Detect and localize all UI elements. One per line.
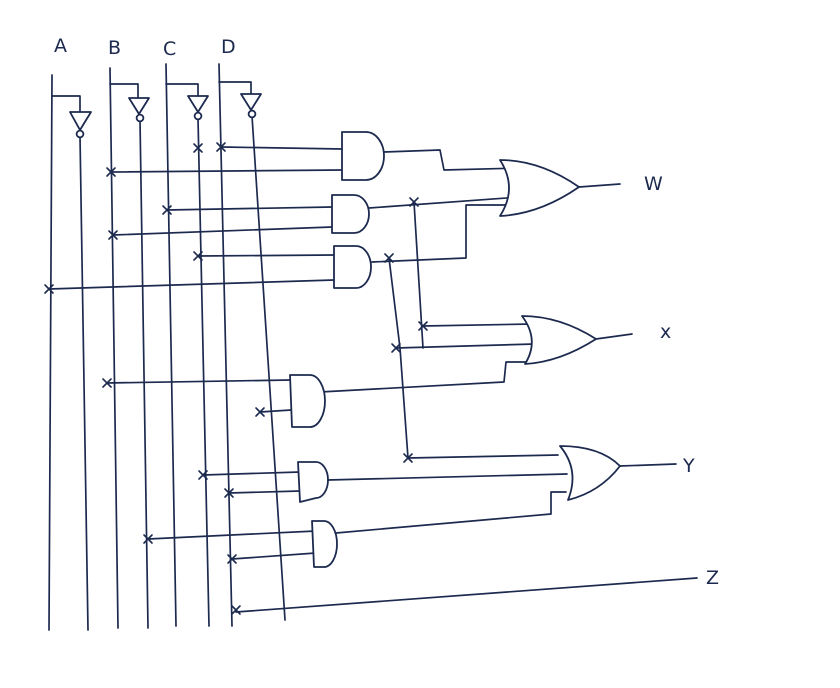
input-label-c: C <box>163 38 176 60</box>
and-gate-1 <box>110 131 385 181</box>
output-label-y: Y <box>682 455 695 477</box>
branch-bus <box>388 201 424 459</box>
output-label-x: x <box>660 321 671 343</box>
or-gate-w <box>368 149 621 263</box>
and-gate-6 <box>147 520 338 568</box>
output-label-w: W <box>644 173 663 195</box>
and-gate-3 <box>48 245 372 290</box>
and-gate-5 <box>202 461 329 503</box>
z-output-line <box>235 577 698 613</box>
input-rail-a <box>48 74 92 631</box>
or-gate-y <box>327 445 677 534</box>
input-label-a: A <box>54 35 67 57</box>
and-gate-4 <box>106 374 326 428</box>
input-label-b: B <box>108 37 121 59</box>
input-rail-c <box>165 63 210 627</box>
input-label-d: D <box>221 36 236 58</box>
input-rail-d <box>218 63 286 627</box>
output-label-z: Z <box>706 567 719 589</box>
and-gate-2 <box>112 194 370 236</box>
junction-marks <box>44 142 428 615</box>
or-gate-x <box>319 315 633 393</box>
input-rail-b <box>109 67 150 629</box>
